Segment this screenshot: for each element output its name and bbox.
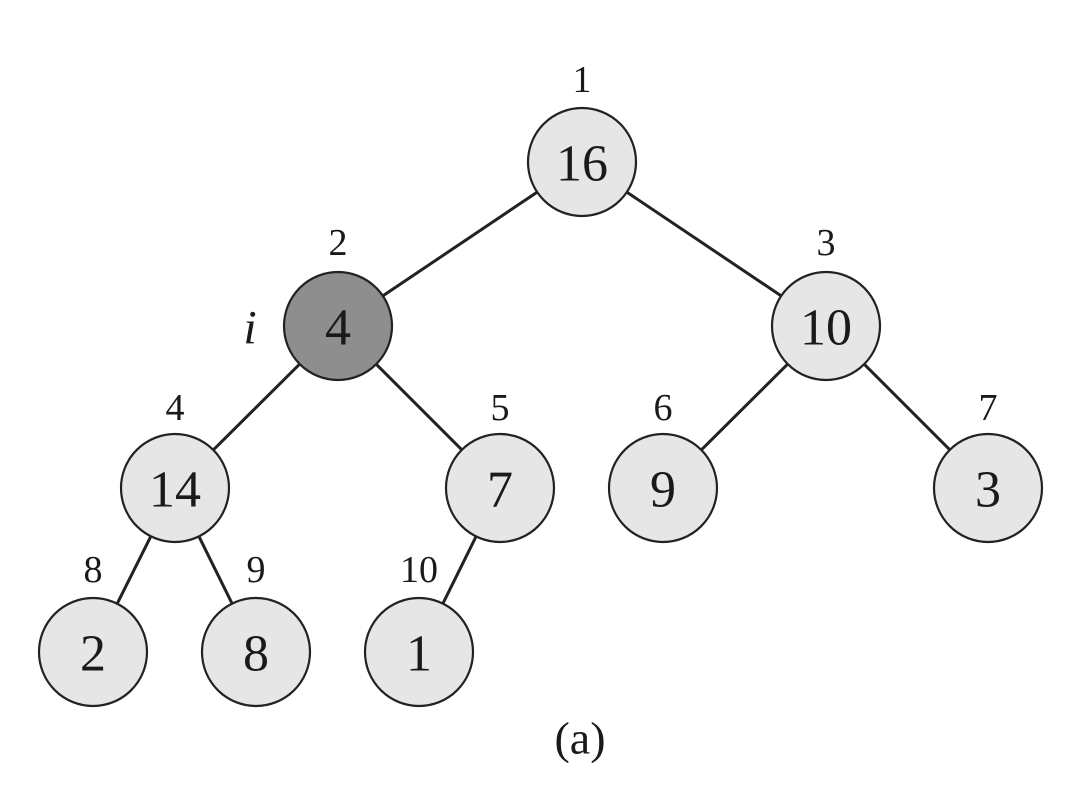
node-value-8: 2 bbox=[80, 626, 106, 683]
node-circle-4 bbox=[119, 432, 231, 544]
node-value-4: 14 bbox=[149, 462, 201, 519]
edge-2-5 bbox=[375, 363, 463, 451]
tree-node-1: 16 1 bbox=[526, 59, 638, 218]
figure-caption: (a) bbox=[554, 713, 605, 764]
edge-4-9 bbox=[197, 535, 234, 605]
tree-node-7: 37 bbox=[932, 387, 1044, 544]
edge-3-6 bbox=[700, 363, 789, 451]
tree-node-3: 10 3 bbox=[770, 222, 882, 382]
node-circle-6 bbox=[607, 432, 719, 544]
node-circle-1 bbox=[526, 106, 638, 218]
node-index-label-10: 10 bbox=[400, 549, 438, 591]
node-value-2: 4 bbox=[325, 300, 351, 357]
tree-node-10: 1 10 bbox=[363, 549, 475, 708]
node-circle-5 bbox=[444, 432, 556, 544]
node-circle-8 bbox=[37, 596, 149, 708]
node-value-9: 8 bbox=[243, 626, 269, 683]
node-value-5: 7 bbox=[487, 462, 513, 519]
edge-2-4 bbox=[212, 363, 301, 451]
node-value-1: 16 bbox=[556, 136, 608, 193]
node-circle-9 bbox=[200, 596, 312, 708]
node-value-3: 10 bbox=[800, 300, 852, 357]
node-value-10: 1 bbox=[406, 626, 432, 683]
tree-node-6: 96 bbox=[607, 387, 719, 544]
tree-node-4: 14 4 bbox=[119, 387, 231, 544]
node-circle-7 bbox=[932, 432, 1044, 544]
node-circle-10 bbox=[363, 596, 475, 708]
edge-1-2 bbox=[381, 190, 539, 298]
node-index-label-5: 5 bbox=[491, 387, 510, 429]
tree-node-8: 28 bbox=[37, 549, 149, 708]
tree-node-5: 75 bbox=[444, 387, 556, 544]
tree-node-2: 42 bbox=[282, 222, 394, 382]
node-index-label-8: 8 bbox=[84, 549, 103, 591]
node-index-label-1: 1 bbox=[573, 59, 592, 101]
node-index-label-2: 2 bbox=[329, 222, 348, 264]
node-circle-2 bbox=[282, 270, 394, 382]
node-index-label-6: 6 bbox=[654, 387, 673, 429]
edge-3-7 bbox=[863, 363, 951, 451]
tree-node-9: 89 bbox=[200, 549, 312, 708]
node-value-7: 3 bbox=[975, 462, 1001, 519]
edge-5-10 bbox=[441, 535, 478, 605]
node-circle-3 bbox=[770, 270, 882, 382]
pointer-label-i: i bbox=[243, 302, 256, 355]
node-index-label-9: 9 bbox=[247, 549, 266, 591]
node-index-label-7: 7 bbox=[979, 387, 998, 429]
node-value-6: 9 bbox=[650, 462, 676, 519]
edge-1-3 bbox=[625, 190, 783, 298]
tree-edges bbox=[115, 190, 951, 605]
node-index-label-3: 3 bbox=[817, 222, 836, 264]
edge-4-8 bbox=[115, 535, 153, 605]
node-index-label-4: 4 bbox=[166, 387, 185, 429]
